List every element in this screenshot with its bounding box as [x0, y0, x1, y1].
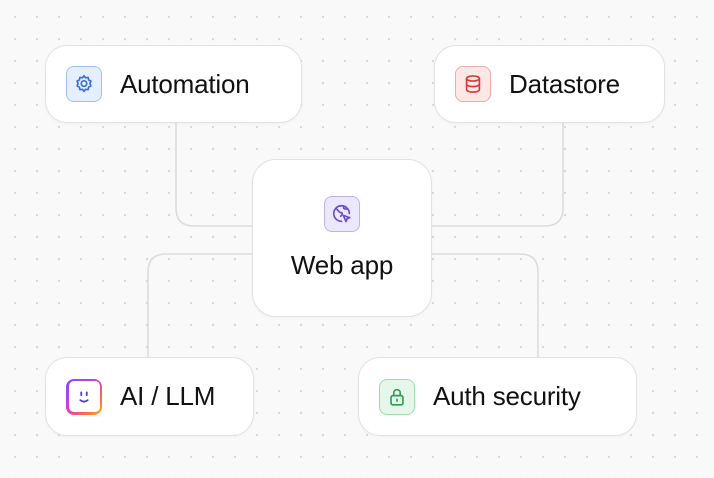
datastore-node[interactable]: Datastore [434, 45, 665, 123]
gear-icon [66, 66, 102, 102]
connector-datastore-webapp [432, 123, 564, 227]
webapp-label: Web app [290, 249, 394, 280]
smiley-face-icon [66, 378, 102, 415]
webapp-node[interactable]: Web app [252, 159, 432, 317]
datastore-label: Datastore [509, 68, 620, 99]
automation-label: Automation [120, 68, 250, 99]
automation-node[interactable]: Automation [45, 45, 302, 123]
auth-security-node[interactable]: Auth security [358, 357, 637, 436]
database-icon [455, 66, 491, 102]
ai-llm-label: AI / LLM [120, 381, 216, 411]
connector-ai-llm-webapp [147, 253, 252, 357]
auth-security-label: Auth security [433, 381, 581, 411]
connector-automation-webapp [175, 123, 252, 227]
ai-llm-node[interactable]: AI / LLM [45, 357, 254, 436]
connector-auth-webapp [432, 253, 539, 357]
lock-icon [379, 378, 415, 415]
globe-cursor-icon [324, 195, 360, 232]
